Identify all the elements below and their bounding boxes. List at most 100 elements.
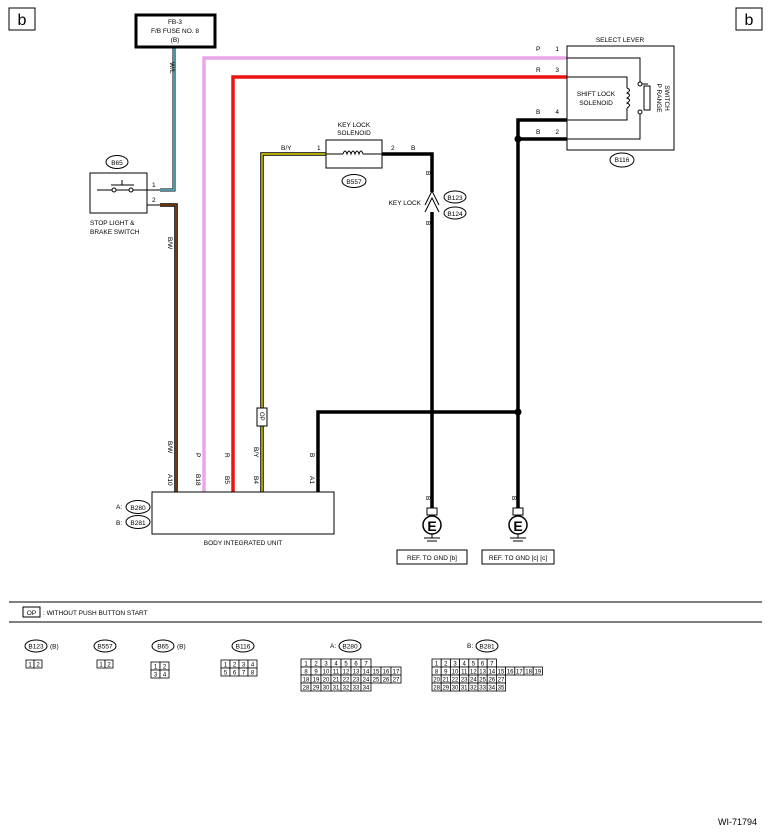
connector-id-oval xyxy=(151,639,175,653)
connector-pin-number: 33 xyxy=(479,685,486,691)
page-marker-right: b xyxy=(745,12,754,29)
connector-pin-cell xyxy=(390,674,402,684)
connector-pin-number: 2 xyxy=(233,662,237,668)
connector-pin-number: 32 xyxy=(343,685,350,691)
wire-label: B/Y xyxy=(281,145,292,152)
fuse-label-2: F/B FUSE NO. 8 xyxy=(151,28,199,35)
wire-label: B xyxy=(536,109,540,116)
connector-pin-number: 1 xyxy=(28,662,32,668)
connector-pin-number: 21 xyxy=(333,677,340,683)
pin-label: A1 xyxy=(308,476,315,484)
connector-pin-number: 27 xyxy=(393,677,400,683)
connector-pin-cell xyxy=(495,682,506,692)
wire-label: R xyxy=(223,453,230,458)
pin-label: 2 xyxy=(555,129,559,136)
wire-p xyxy=(202,56,567,492)
connector-pin-number: 18 xyxy=(525,669,532,675)
body-integrated-unit: A: B280 B: B281 BODY INTEGRATED UNIT A10… xyxy=(116,441,335,547)
connector-pin-number: 23 xyxy=(461,677,468,683)
wire-label: P xyxy=(536,46,540,53)
connector-pin-number: 23 xyxy=(353,677,360,683)
connector-pin-number: 13 xyxy=(353,669,360,675)
connector-pin-number: 5 xyxy=(472,661,476,667)
wire-label: R xyxy=(536,67,541,74)
legend-code-box xyxy=(22,606,41,618)
fuse-label-3: (B) xyxy=(171,37,180,44)
wire-label: B xyxy=(424,496,431,500)
connector-pin-number: 15 xyxy=(498,669,505,675)
connector-pin-number: 29 xyxy=(313,685,320,691)
connector-pin-number: 2 xyxy=(36,662,40,668)
key-lock-label: KEY LOCK xyxy=(389,200,422,207)
fuse-label-1: FB-3 xyxy=(168,19,182,26)
connector-pin-number: 28 xyxy=(433,685,440,691)
connector-pin-number: 31 xyxy=(461,685,468,691)
wire-label: B/Y xyxy=(252,447,259,458)
connector-pin-number: 4 xyxy=(463,661,467,667)
connector-label: B65 xyxy=(111,160,123,167)
connector-label: B116 xyxy=(615,157,630,164)
connector-pin-number: 12 xyxy=(470,669,477,675)
connector-pin-number: 4 xyxy=(334,661,338,667)
connector-pin-number: 24 xyxy=(363,677,370,683)
connector-pin-number: 14 xyxy=(488,669,495,675)
connector-view-id: B123 xyxy=(28,644,44,651)
wire-label: B xyxy=(510,496,517,500)
connector-id-oval xyxy=(24,639,48,653)
select-lever: SELECT LEVER 1 3 4 2 P R B B SHIFT LOCK … xyxy=(536,37,675,168)
connector-pin-number: 31 xyxy=(333,685,340,691)
connector-pin-number: 16 xyxy=(383,669,390,675)
junction-dot xyxy=(514,408,522,416)
connector-pin-number: 1 xyxy=(224,662,228,668)
connector-pin-number: 17 xyxy=(393,669,400,675)
junction-dot xyxy=(514,135,522,143)
switch-label-1: P RANGE xyxy=(655,83,662,113)
conn-b-prefix: B: xyxy=(116,520,122,527)
connector-pin-number: 3 xyxy=(242,662,246,668)
connector-pin-number: 10 xyxy=(323,669,330,675)
connector-id-oval xyxy=(475,639,499,653)
connector-pin-number: 5 xyxy=(224,670,228,676)
ground-2: B E REF. TO GND [c] [c] xyxy=(481,496,555,565)
connector-view-id: B116 xyxy=(236,644,251,651)
pin-label: A10 xyxy=(166,474,173,486)
op-label: OP xyxy=(258,412,264,421)
pin-label: 3 xyxy=(555,67,559,74)
coil-icon xyxy=(342,150,364,156)
connector-pin-number: 17 xyxy=(516,669,523,675)
key-lock-solenoid-label-2: SOLENOID xyxy=(337,130,371,137)
pin-label: 1 xyxy=(555,46,559,53)
coil-icon xyxy=(625,87,630,109)
pin-label: 2 xyxy=(391,145,395,152)
connector-view-id: B281 xyxy=(479,644,495,651)
connector-pin-number: 15 xyxy=(373,669,380,675)
connector-pin-number: 32 xyxy=(470,685,477,691)
connector-arrow-icon xyxy=(424,196,440,213)
connector-view-suffix: (B) xyxy=(177,644,186,651)
connector-pin-number: 25 xyxy=(373,677,380,683)
connector-pin-number: 11 xyxy=(461,669,468,675)
wire-b-w xyxy=(160,203,178,492)
connector-arrow-icon xyxy=(424,189,440,206)
wire-r xyxy=(231,75,567,492)
connector-view-suffix: (B) xyxy=(50,644,59,651)
connector-pin-number: 14 xyxy=(363,669,370,675)
connector-pin-number: 9 xyxy=(314,669,318,675)
connector-pin-number: 7 xyxy=(364,661,368,667)
connector-pin-cell xyxy=(532,666,543,676)
ground-ref: REF. TO GND [c] [c] xyxy=(489,555,547,562)
connector-pin-number: 2 xyxy=(163,664,167,670)
page-marker-left-box xyxy=(8,7,36,31)
connector-pin-number: 6 xyxy=(481,661,485,667)
connector-view-id: B557 xyxy=(97,644,113,651)
connector-pin-number: 8 xyxy=(251,670,255,676)
connector-pin-number: 3 xyxy=(324,661,328,667)
connector-label: B280 xyxy=(130,505,146,512)
connector-view-prefix: B: xyxy=(467,643,473,650)
connector-pin-number: 5 xyxy=(344,661,348,667)
connector-pin-number: 20 xyxy=(323,677,330,683)
stop-switch-label-2: BRAKE SWITCH xyxy=(90,229,140,236)
legend-text: : WITHOUT PUSH BUTTON START xyxy=(43,610,148,617)
connector-pin-cell xyxy=(104,659,114,669)
